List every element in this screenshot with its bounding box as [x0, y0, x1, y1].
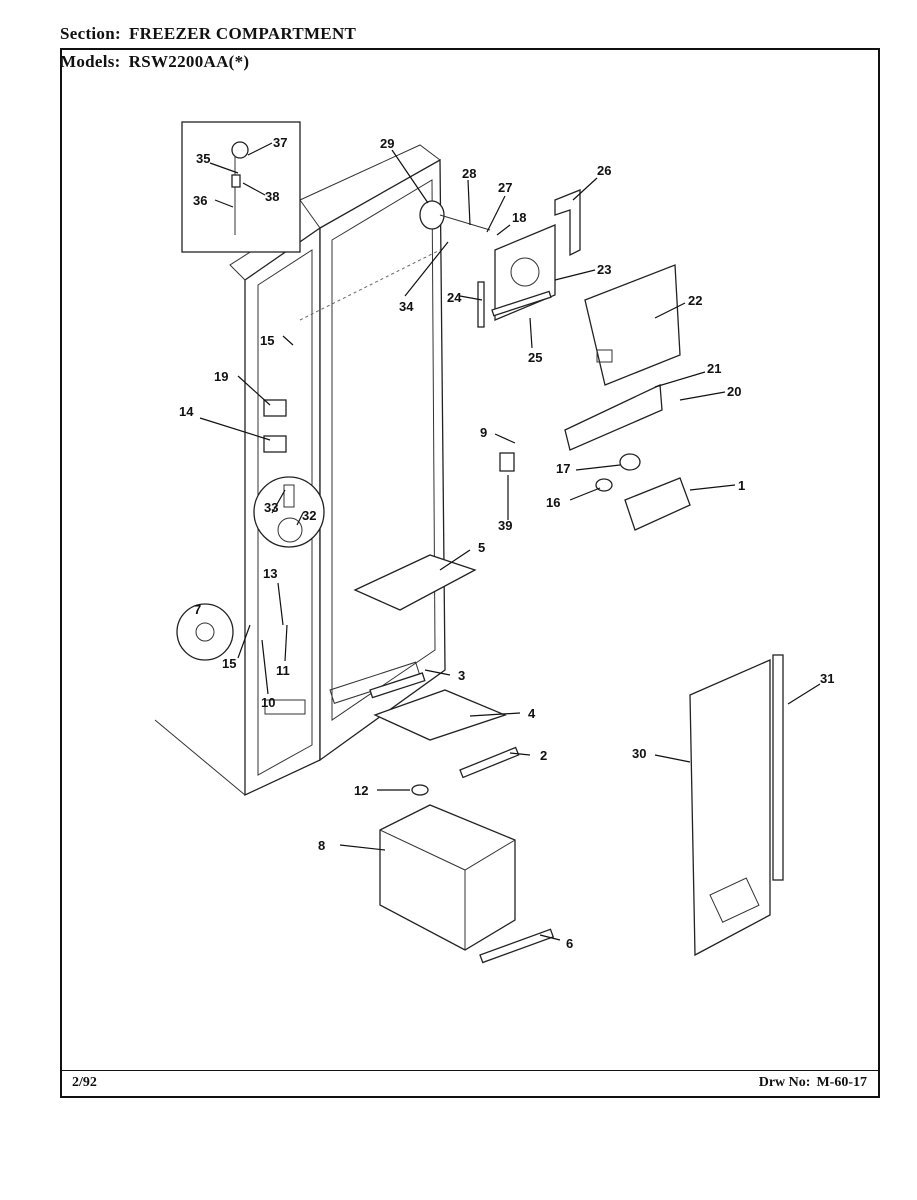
callout-36: 36 [193, 193, 207, 208]
callout-11: 11 [276, 663, 290, 678]
callout-4: 4 [528, 706, 536, 721]
diagram-frame [60, 48, 880, 1098]
callout-16: 16 [546, 495, 560, 510]
callout-25: 25 [528, 350, 542, 365]
callout-27: 27 [498, 180, 512, 195]
drawing-number-value: M-60-17 [816, 1075, 867, 1090]
callout-20: 20 [727, 384, 741, 399]
section-label: Section: [60, 24, 121, 43]
models-heading: Models: RSW2200AA(*) [60, 52, 249, 72]
drawing-number-label: Drw No: [758, 1075, 811, 1090]
callout-24: 24 [447, 290, 462, 305]
footer-date: 2/92 [72, 1075, 97, 1090]
callout-21: 21 [707, 361, 721, 376]
callout-15a: 15 [260, 333, 274, 348]
callout-33: 33 [264, 500, 278, 515]
footer-divider [60, 1070, 880, 1071]
models-label: Models: [60, 52, 121, 71]
callout-32: 32 [302, 508, 316, 523]
callout-30: 30 [632, 746, 646, 761]
callout-17: 17 [556, 461, 570, 476]
callout-1: 1 [738, 478, 745, 493]
section-title: FREEZER COMPARTMENT [128, 24, 357, 43]
callout-15b: 15 [222, 656, 236, 671]
callout-31: 31 [820, 671, 834, 686]
section-heading: Section: FREEZER COMPARTMENT [60, 24, 356, 44]
callout-18: 18 [512, 210, 526, 225]
callout-5: 5 [478, 540, 485, 555]
callout-34: 34 [399, 299, 414, 314]
callout-38: 38 [265, 189, 279, 204]
callout-labels: 1 2 3 4 5 6 7 8 9 10 11 12 13 14 15 15 1… [179, 135, 834, 951]
callout-26: 26 [597, 163, 611, 178]
callout-22: 22 [688, 293, 702, 308]
callout-39: 39 [498, 518, 512, 533]
drawing-number: Drw No: M-60-17 [759, 1075, 867, 1091]
inset-detail-box [181, 121, 301, 253]
callout-13: 13 [263, 566, 277, 581]
callout-28: 28 [462, 166, 476, 181]
callout-29: 29 [380, 136, 394, 151]
callout-8: 8 [318, 838, 325, 853]
callout-2: 2 [540, 748, 547, 763]
callout-14: 14 [179, 404, 194, 419]
callout-10: 10 [261, 695, 275, 710]
callout-3: 3 [458, 668, 465, 683]
callout-19: 19 [214, 369, 228, 384]
callout-23: 23 [597, 262, 611, 277]
callout-7: 7 [194, 602, 201, 617]
callout-37: 37 [273, 135, 287, 150]
callout-9: 9 [480, 425, 487, 440]
callout-12: 12 [354, 783, 368, 798]
part-shapes [176, 189, 784, 964]
callout-35: 35 [196, 151, 210, 166]
models-value: RSW2200AA(*) [128, 52, 250, 71]
leader-lines [199, 142, 821, 941]
callout-6: 6 [566, 936, 573, 951]
